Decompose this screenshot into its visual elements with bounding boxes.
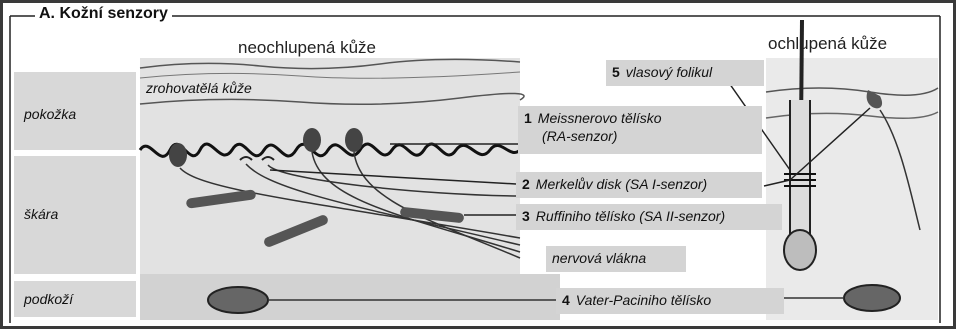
callout-number: 1 — [524, 110, 532, 126]
callout-text: nervová vlákna — [552, 250, 646, 266]
callout-number: 4 — [562, 292, 570, 308]
epidermis-label: pokožka — [24, 106, 76, 122]
callout-ruffini: 3 Ruffiniho tělísko (SA II-senzor) — [516, 204, 782, 230]
stratum-corneum-label: zrohovatělá kůže — [146, 80, 252, 96]
callout-text: Ruffiniho tělísko (SA II-senzor) — [536, 208, 725, 224]
callout-merkel: 2 Merkelův disk (SA I-senzor) — [516, 172, 762, 198]
meissner-corpuscle-1 — [169, 143, 187, 167]
dermis-label: škára — [24, 206, 58, 222]
callout-text: Vater-Paciniho tělísko — [576, 292, 711, 308]
callout-text: Meissnerovo tělísko — [538, 110, 662, 126]
hypodermis-label: podkoží — [24, 291, 73, 307]
callout-text: vlasový folikul — [626, 64, 712, 80]
callout-number: 5 — [612, 64, 620, 80]
callout-text: Merkelův disk (SA I-senzor) — [536, 176, 707, 192]
callout-pacinian: 4 Vater-Paciniho tělísko — [556, 288, 784, 314]
callout-meissner: 1 Meissnerovo tělísko (RA-senzor) — [518, 106, 762, 154]
callout-number: 3 — [522, 208, 530, 224]
pacinian-corpuscle-left — [208, 287, 268, 313]
section-title: A. Kožní senzory — [35, 5, 172, 23]
hairless-skin-title: neochlupená kůže — [238, 38, 376, 58]
hairy-skin-title: ochlupená kůže — [768, 34, 887, 54]
callout-nerve-fibers: nervová vlákna — [546, 246, 686, 272]
callout-number: 2 — [522, 176, 530, 192]
meissner-corpuscle-3 — [345, 128, 363, 152]
hypodermis-band — [140, 274, 560, 320]
meissner-corpuscle-2 — [303, 128, 321, 152]
pacinian-corpuscle-right — [844, 285, 900, 311]
hair-bulb — [784, 230, 816, 270]
callout-subtext: (RA-senzor) — [542, 128, 617, 144]
callout-hair-follicle: 5 vlasový folikul — [606, 60, 764, 86]
